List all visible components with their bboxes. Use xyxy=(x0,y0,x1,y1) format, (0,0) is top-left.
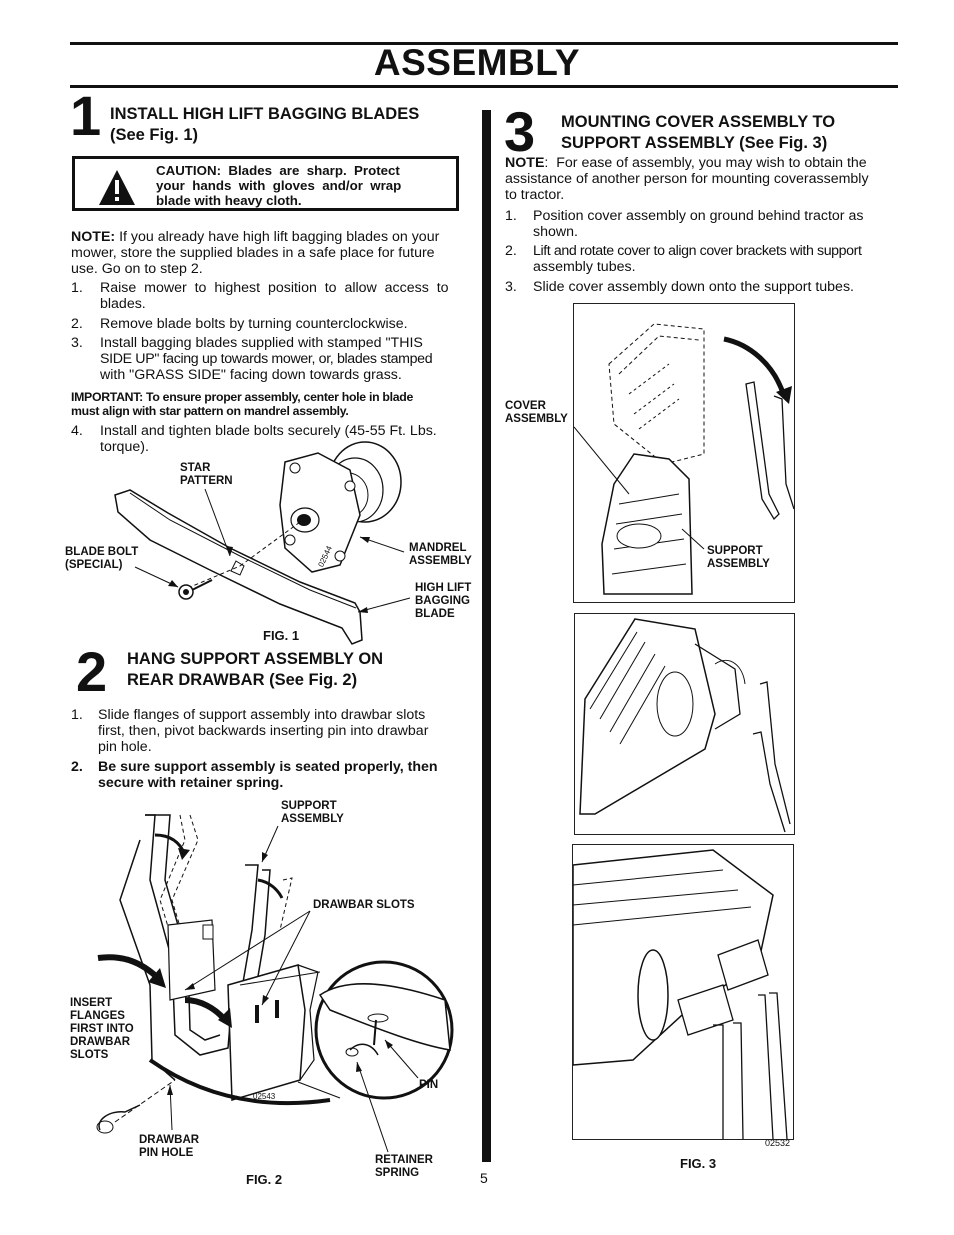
step2-item-1: 1. Slide flanges of support assembly int… xyxy=(71,707,429,755)
fig2-code: 02543 xyxy=(253,1092,276,1101)
step1-heading: INSTALL HIGH LIFT BAGGING BLADES (See Fi… xyxy=(110,104,419,146)
callout-pin: PIN xyxy=(419,1079,439,1091)
step1-note: NOTE: If you already have high lift bagg… xyxy=(71,229,440,277)
fig3-panel-bottom xyxy=(572,844,794,1140)
step3-number: 3 xyxy=(504,100,536,163)
step1-important: IMPORTANT: To ensure proper assembly, ce… xyxy=(71,390,414,418)
caution-box: CAUTION: Blades are sharp. Protect your … xyxy=(72,156,459,211)
callout-blade-bolt: BLADE BOLT(SPECIAL) xyxy=(65,546,139,571)
step3-item-2: 2. Lift and rotate cover to align cover … xyxy=(505,243,862,275)
step2-heading: HANG SUPPORT ASSEMBLY ON REAR DRAWBAR (S… xyxy=(127,650,384,689)
caution-text: CAUTION: Blades are sharp. Protect your … xyxy=(156,163,402,208)
fig2-caption: FIG. 2 xyxy=(246,1172,283,1187)
fig3-caption: FIG. 3 xyxy=(680,1156,717,1171)
page-number: 5 xyxy=(480,1170,488,1186)
step3-note: NOTE: For ease of assembly, you may wish… xyxy=(505,155,869,203)
column-divider xyxy=(482,110,491,1162)
step1-item-3: 3. Install bagging blades supplied with … xyxy=(71,335,433,383)
step1-number: 1 xyxy=(70,84,102,147)
step2-number: 2 xyxy=(76,640,108,703)
step2-item-2: 2. Be sure support assembly is seated pr… xyxy=(71,759,438,791)
top-rule xyxy=(70,42,898,45)
step3-item-1: 1. Position cover assembly on ground beh… xyxy=(505,208,864,240)
step1-item-1: 1. Raise mower to highest position to al… xyxy=(71,280,449,312)
step3-heading: MOUNTING COVER ASSEMBLY TO SUPPORT ASSEM… xyxy=(561,113,836,152)
step3-item-3: 3. Slide cover assembly down onto the su… xyxy=(505,279,854,295)
fig3-code: 02532 xyxy=(765,1138,791,1148)
page-title: ASSEMBLY xyxy=(373,42,581,83)
step1-heading-line2: (See Fig. 1) xyxy=(110,126,199,144)
title-rule xyxy=(70,85,898,88)
step1-heading-line1: INSTALL HIGH LIFT BAGGING BLADES xyxy=(110,105,420,123)
fig3-panel-top xyxy=(573,303,795,603)
callout-drawbar-slots: DRAWBAR SLOTS xyxy=(313,899,415,911)
fig1-caption: FIG. 1 xyxy=(263,628,300,643)
warning-icon xyxy=(99,170,135,205)
step1-item-4: 4. Install and tighten blade bolts secur… xyxy=(71,423,437,455)
fig3-panel-middle xyxy=(574,613,795,835)
step1-item-2: 2. Remove blade bolts by turning counter… xyxy=(71,316,408,332)
